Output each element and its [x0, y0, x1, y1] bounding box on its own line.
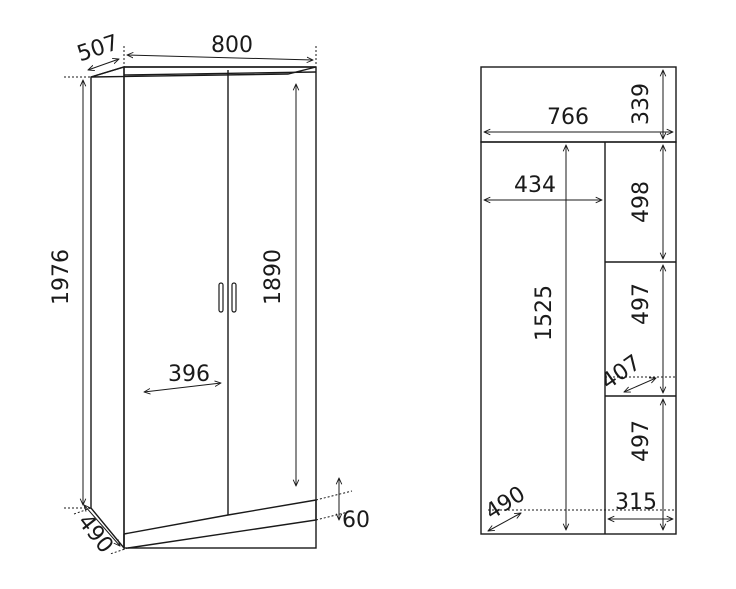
dim-bottom-depth-line	[488, 513, 521, 531]
main-body	[480, 141, 677, 535]
dim-door-width-line	[144, 383, 221, 392]
dim-height-label: 1976	[49, 249, 74, 305]
dim-width-label: 800	[211, 33, 253, 58]
dim-depth-bottom-line	[84, 505, 120, 546]
dim-depth-top-line	[88, 59, 119, 70]
dim-bottom-depth-label: 490	[481, 482, 530, 525]
left-door-handle	[218, 282, 224, 313]
dim-shelf-depth-label: 407	[597, 350, 646, 395]
dim-left-width-label: 434	[514, 173, 556, 198]
wardrobe-plinth	[123, 499, 317, 535]
wardrobe-side-panel	[90, 66, 125, 550]
dim-width-line	[127, 55, 313, 60]
dim-top-width-label: 766	[547, 105, 589, 130]
dim-shelf1-height-label: 498	[629, 181, 654, 223]
dim-door-height-label: 1890	[261, 249, 286, 305]
dim-shelf2-height-label: 497	[629, 283, 654, 325]
dim-plinth-label: 60	[342, 508, 370, 533]
right-door-handle	[231, 282, 237, 313]
wardrobe-front	[123, 66, 317, 549]
dim-depth-top-label: 507	[74, 30, 122, 67]
dim-shelf-depth-line	[624, 378, 656, 392]
dim-top-height-label: 339	[629, 83, 654, 125]
dim-shelf3-height-label: 497	[629, 420, 654, 462]
dim-left-height-label: 1525	[532, 285, 557, 341]
dim-door-width-label: 396	[168, 362, 210, 387]
dim-depth-bottom-label: 490	[72, 510, 118, 558]
dim-right-width-label: 315	[615, 490, 657, 515]
wardrobe-interior-view: 766 339 434 1525 498 497 407 497 490 315	[480, 66, 677, 535]
wardrobe-exterior-view: 800 507 1976 1890 396 60 490	[49, 30, 370, 558]
